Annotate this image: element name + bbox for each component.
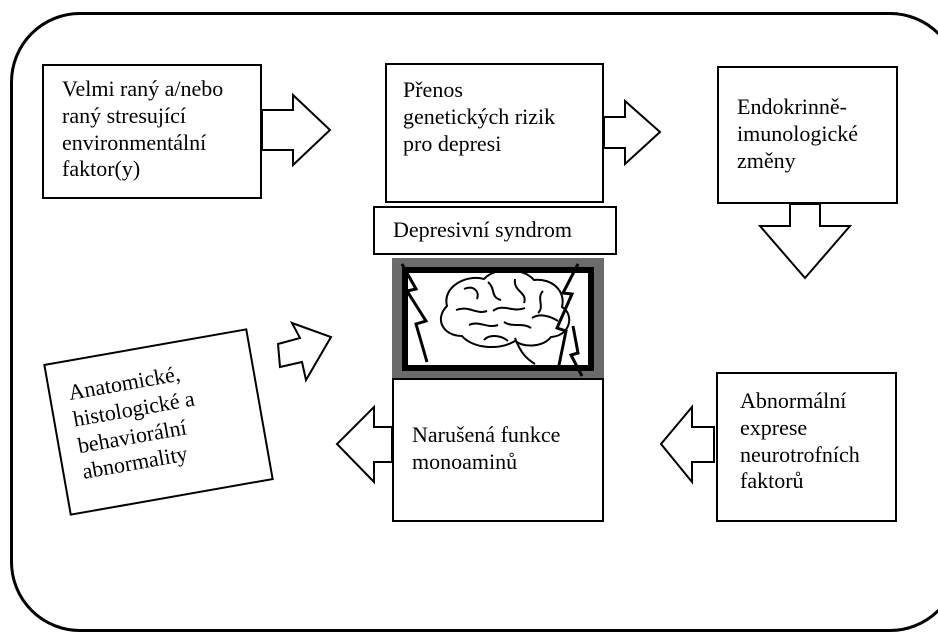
- neurotrophic-factors-label: Abnormální exprese neurotrofních faktorů: [740, 388, 860, 494]
- brain-icon: [440, 269, 571, 365]
- endocrine-changes-label: Endokrinně- imunologické změny: [737, 94, 858, 173]
- brain-panel: [392, 258, 604, 378]
- genetic-risk-label: Přenos genetických rizik pro depresi: [403, 77, 556, 156]
- diagram-arrows-layer: [261, 92, 853, 485]
- arrow-down: [757, 203, 853, 280]
- genetic-risk-box: Přenos genetických rizik pro depresi: [385, 63, 604, 203]
- arrow-right-1: [261, 92, 332, 168]
- lightning-bolt-icon: [400, 263, 584, 377]
- monoamine-function-box: Narušená funkce monoaminů: [392, 378, 604, 522]
- environmental-factors-label: Velmi raný a/nebo raný stresující enviro…: [62, 76, 224, 182]
- monoamine-function-label: Narušená funkce monoaminů: [412, 422, 561, 474]
- endocrine-changes-box: Endokrinně- imunologické změny: [717, 66, 898, 204]
- diagram-canvas: Velmi raný a/nebo raný stresující enviro…: [10, 12, 938, 632]
- anatomic-abnormalities-label: Anatomické, histologické a behaviorální …: [66, 360, 197, 485]
- brain-panel-frame: [402, 267, 594, 371]
- neurotrophic-factors-box: Abnormální exprese neurotrofních faktorů: [716, 372, 897, 522]
- arrow-left-1: [659, 404, 715, 485]
- depressive-syndrome-label: Depresivní syndrom: [393, 217, 573, 242]
- arrow-left-2: [335, 404, 393, 485]
- arrow-diagonal-up: [276, 321, 333, 383]
- arrow-right-2: [603, 98, 662, 167]
- environmental-factors-box: Velmi raný a/nebo raný stresující enviro…: [42, 64, 262, 199]
- depressive-syndrome-box: Depresivní syndrom: [373, 206, 617, 255]
